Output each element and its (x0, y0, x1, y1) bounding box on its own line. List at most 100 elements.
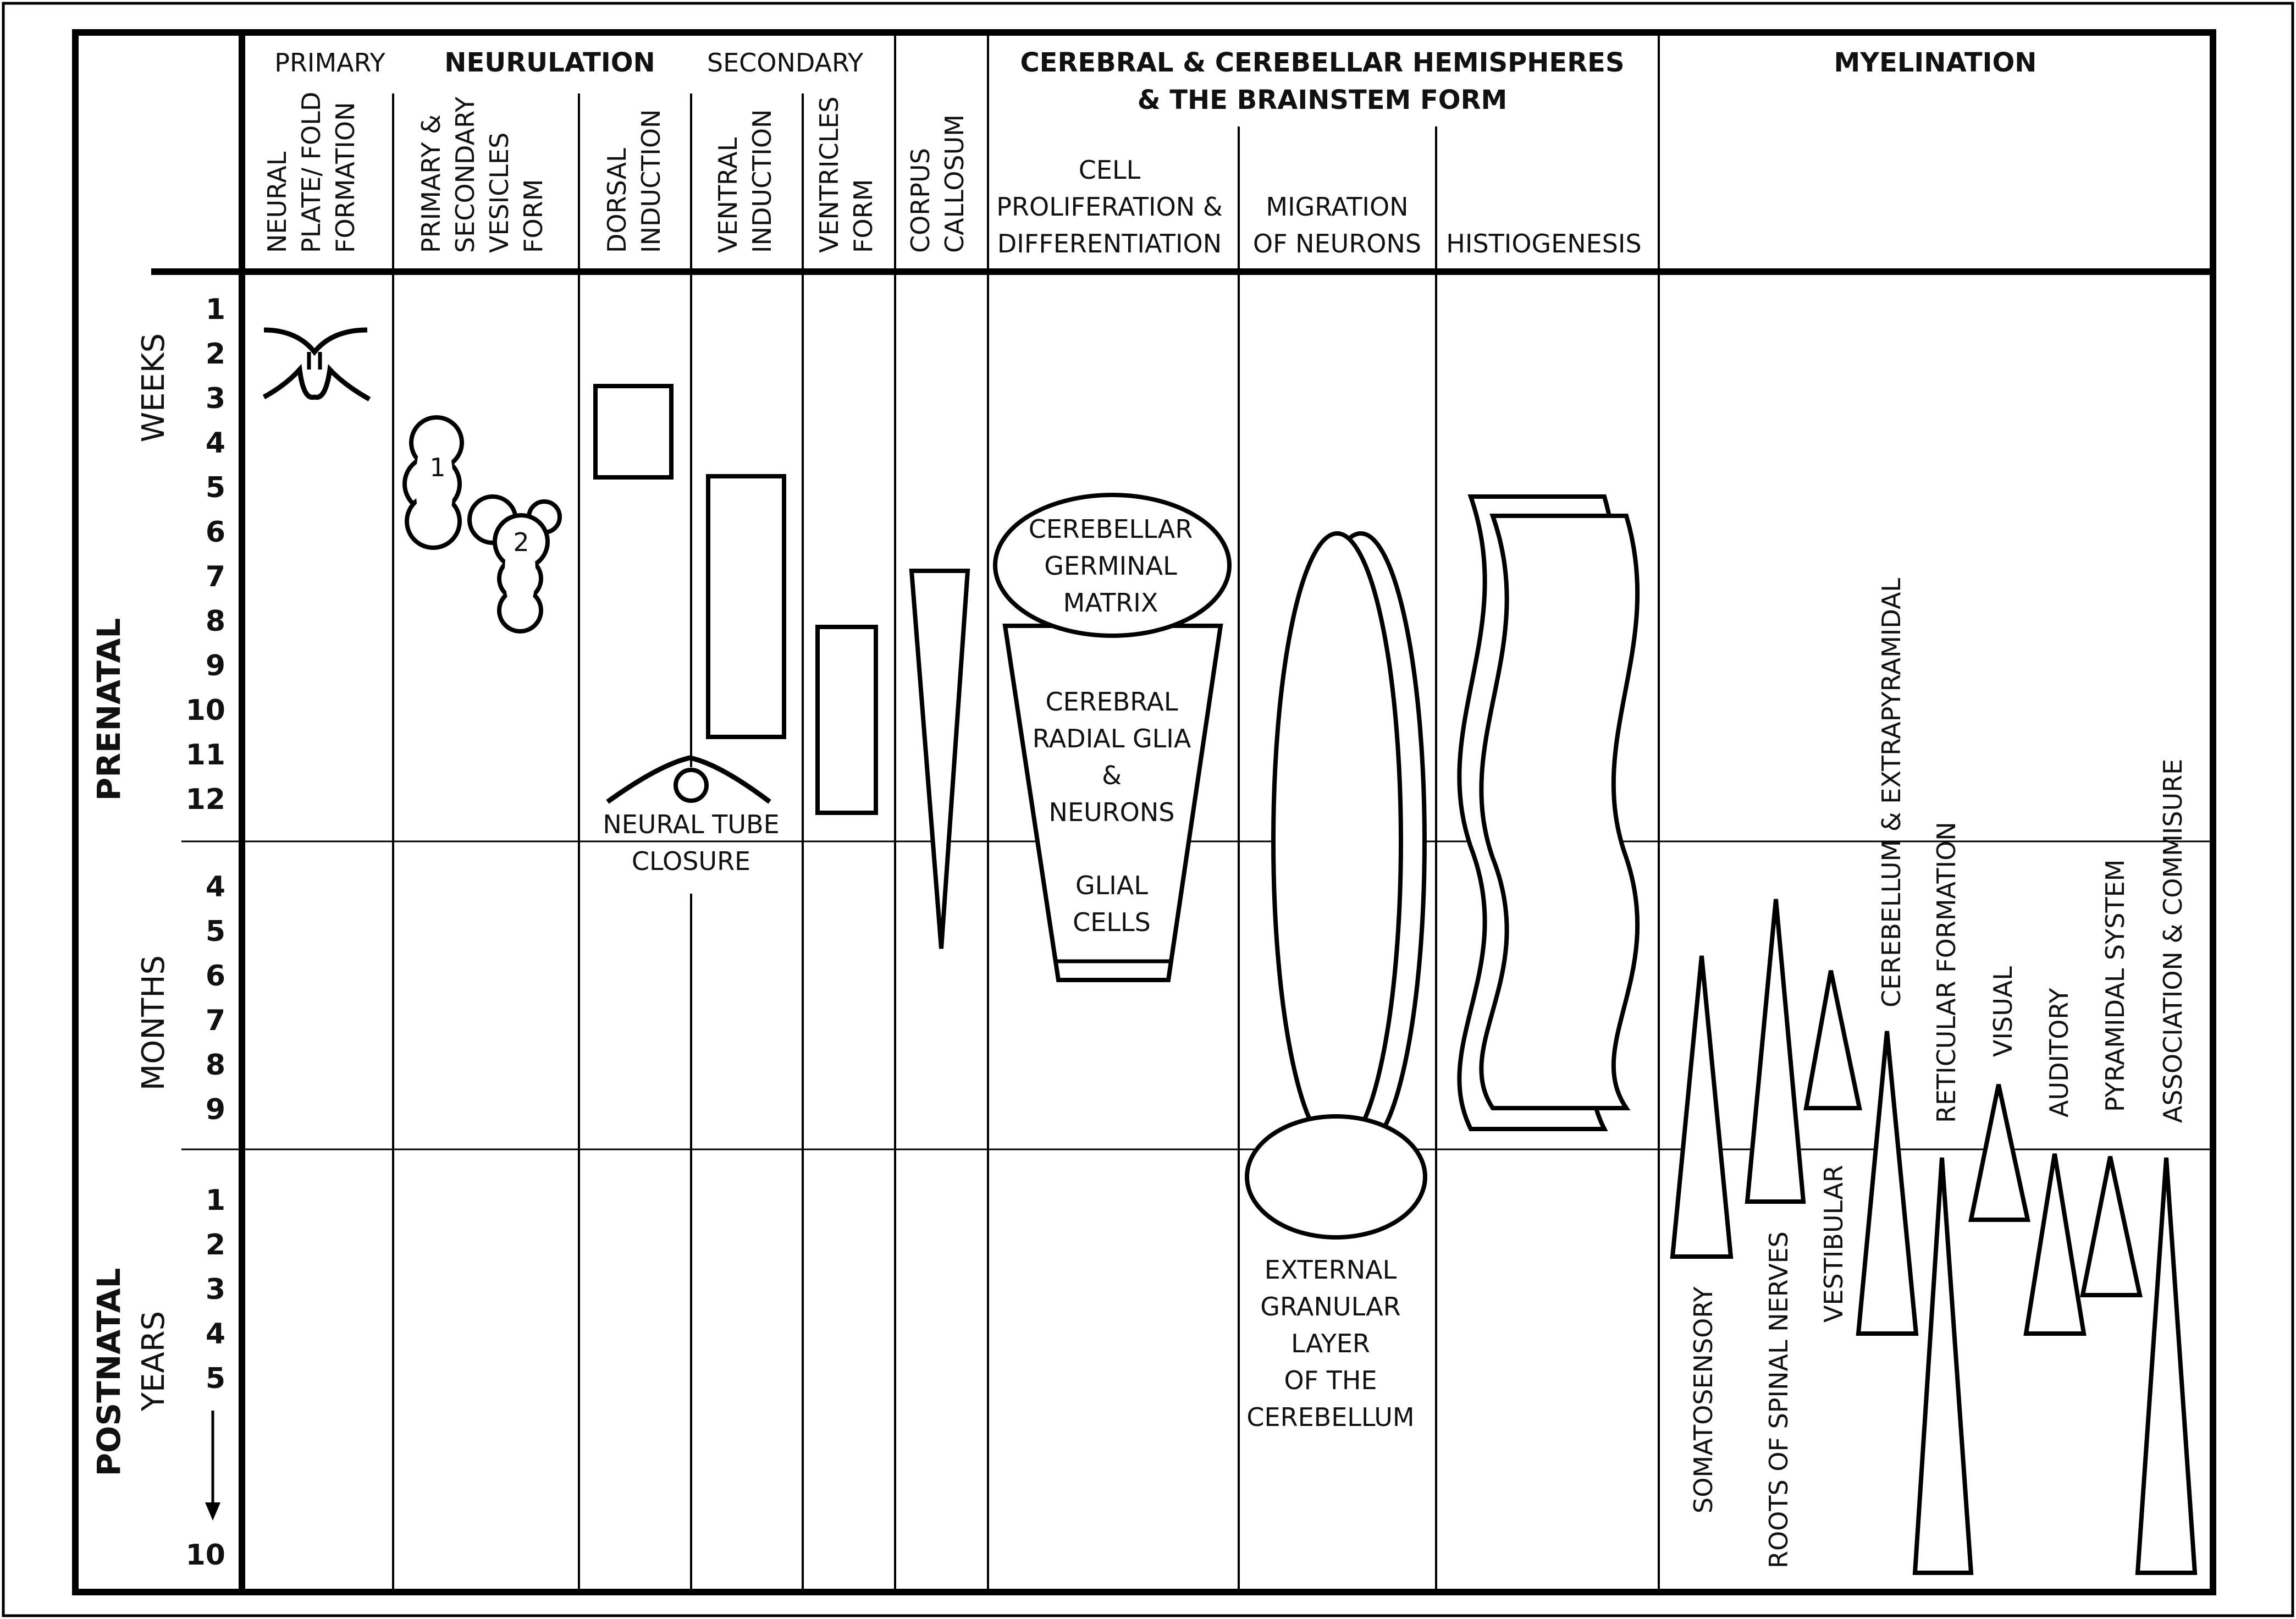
svg-text:SECONDARY: SECONDARY (450, 96, 480, 253)
table-frame (72, 29, 2216, 1595)
svg-text:FORM: FORM (848, 179, 878, 253)
external-label-5: CEREBELLUM (1246, 1402, 1414, 1432)
myelination-wedge-6 (1968, 1084, 2030, 1222)
svg-text:NEURAL: NEURAL (262, 151, 292, 253)
myelination-wedges (1670, 899, 2198, 1575)
col-header-histogenesis: HISTIOGENESIS (1446, 229, 1641, 258)
myelination-wedge-2 (1745, 899, 1806, 1204)
svg-text:INDUCTION: INDUCTION (636, 109, 666, 253)
cerebral-label-1: CEREBRAL (1046, 687, 1178, 717)
myelination-wedge-1 (1670, 955, 1734, 1259)
cerebellar-label-3: MATRIX (1063, 588, 1158, 618)
neural-tube-label-2: CLOSURE (632, 846, 750, 876)
tick-week-9: 9 (206, 649, 225, 682)
tick-week-10: 10 (186, 694, 225, 727)
col-header-ventricles: VENTRICLES FORM (814, 96, 878, 253)
col-header-cell-3: DIFFERENTIATION (997, 229, 1222, 258)
tick-year-1: 1 (206, 1184, 225, 1217)
tick-year-2: 2 (206, 1229, 225, 1262)
svg-text:FORM: FORM (518, 179, 548, 253)
glial-label-2: CELLS (1073, 907, 1151, 937)
col-header-migration-2: OF NEURONS (1253, 229, 1421, 258)
myelination-label-6: VISUAL (1988, 966, 2018, 1057)
myelination-wedge-5 (1912, 1157, 1974, 1575)
tick-week-12: 12 (186, 783, 225, 816)
vesicle-label-2: 2 (513, 527, 529, 557)
histogenesis-sheet-front (1479, 514, 1640, 1110)
myelination-wedge-4 (1856, 1031, 1919, 1336)
tick-month-5: 5 (206, 915, 225, 948)
cerebellar-label-2: GERMINAL (1044, 551, 1177, 581)
tick-month-4: 4 (206, 871, 225, 904)
header-secondary: SECONDARY (707, 48, 864, 78)
neural-tube-label-1: NEURAL TUBE (603, 810, 779, 839)
col-header-migration-1: MIGRATION (1266, 192, 1408, 222)
col-header-cell-2: PROLIFERATION & (996, 192, 1222, 222)
dorsal-induction-box (593, 384, 674, 480)
cerebral-label-4: NEURONS (1049, 797, 1175, 827)
myelination-label-3: VESTIBULAR (1819, 1165, 1848, 1323)
postnatal-label: POSTNATAL (90, 1268, 128, 1477)
tick-year-4: 4 (206, 1318, 225, 1351)
myelination-label-7: AUDITORY (2044, 988, 2074, 1117)
svg-text:CALLOSUM: CALLOSUM (940, 114, 969, 253)
tick-week-6: 6 (206, 516, 225, 549)
years-arrow-head (205, 1502, 220, 1521)
header-myelination: MYELINATION (1834, 47, 2037, 78)
cerebral-label-3: & (1102, 761, 1122, 790)
col-header-ventral: VENTRAL INDUCTION (713, 109, 777, 253)
tick-month-6: 6 (206, 960, 225, 993)
primary-vesicles-shape (402, 415, 464, 550)
myelination-wedge-7 (2023, 1153, 2087, 1336)
corpus-callosum-wedge (909, 569, 970, 949)
neural-tube-closure-shape (606, 755, 771, 804)
myelination-label-8: PYRAMIDAL SYSTEM (2100, 860, 2130, 1112)
myelination-label-5: RETICULAR FORMATION (1931, 822, 1961, 1123)
myelination-wedge-9 (2135, 1157, 2198, 1575)
tick-week-1: 1 (206, 293, 225, 326)
neural-plate-shape (262, 327, 371, 401)
myelination-label-1: SOMATOSENSORY (1688, 1286, 1718, 1513)
header-neurulation: NEURULATION (444, 47, 655, 78)
tick-year-3: 3 (206, 1273, 225, 1306)
svg-text:VESICLES: VESICLES (484, 133, 514, 253)
col-header-dorsal: DORSAL INDUCTION (602, 109, 666, 253)
external-label-2: GRANULAR (1260, 1292, 1400, 1321)
myelination-label-4: CEREBELLUM & EXTRAPYRAMIDAL (1876, 578, 1906, 1007)
tick-month-7: 7 (206, 1004, 225, 1037)
svg-text:FORMATION: FORMATION (330, 102, 360, 254)
tick-week-2: 2 (206, 338, 225, 371)
tick-week-5: 5 (206, 471, 225, 504)
tick-month-8: 8 (206, 1049, 225, 1082)
svg-text:PRIMARY &: PRIMARY & (416, 114, 446, 253)
col-header-vesicles: PRIMARY & SECONDARY VESICLES FORM (416, 96, 548, 253)
glial-label-1: GLIAL (1075, 871, 1148, 900)
svg-text:PLATE/ FOLD: PLATE/ FOLD (296, 92, 326, 253)
weeks-label: WEEKS (136, 333, 172, 442)
tick-week-11: 11 (186, 739, 225, 772)
cerebral-label-2: RADIAL GLIA (1033, 724, 1191, 753)
tick-week-4: 4 (206, 427, 225, 460)
header-hemispheres-2: & THE BRAINSTEM FORM (1138, 85, 1508, 115)
migration-ellipse-front (1271, 531, 1403, 1152)
header-hemispheres-1: CEREBRAL & CEREBELLAR HEMISPHERES (1020, 47, 1624, 78)
vesicle-label-1: 1 (429, 453, 445, 482)
cerebellar-germinal-matrix-shape (993, 493, 1232, 638)
months-label: MONTHS (136, 955, 172, 1091)
ticks-months: 4 5 6 7 8 9 (206, 871, 225, 1126)
myelination-labels: SOMATOSENSORY ROOTS OF SPINAL NERVES VESTI… (1688, 578, 2188, 1568)
tick-week-8: 8 (206, 605, 225, 638)
tick-week-3: 3 (206, 382, 225, 415)
myelination-wedge-3 (1803, 970, 1862, 1110)
col-header-corpus: CORPUS CALLOSUM (906, 114, 969, 253)
tick-month-9: 9 (206, 1093, 225, 1126)
myelination-label-2: ROOTS OF SPINAL NERVES (1764, 1231, 1793, 1568)
header-primary: PRIMARY (274, 48, 385, 78)
external-label-1: EXTERNAL (1265, 1255, 1397, 1285)
ventricles-box (815, 625, 878, 815)
external-label-4: OF THE (1284, 1365, 1377, 1395)
